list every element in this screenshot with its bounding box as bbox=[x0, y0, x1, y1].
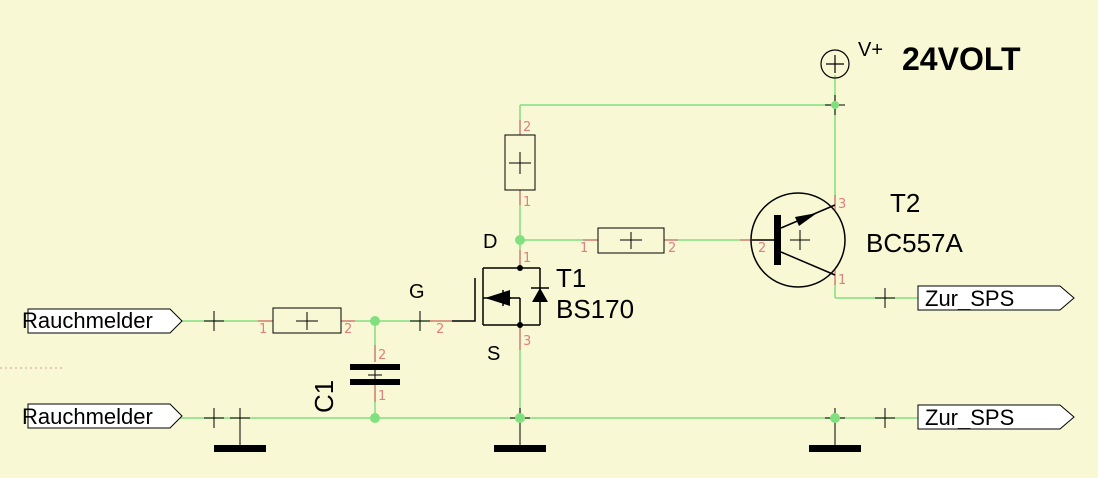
port-flag-in-bottom[interactable] bbox=[27, 403, 183, 429]
c1-name: C1 bbox=[309, 380, 339, 413]
t1-type: BS170 bbox=[556, 294, 634, 324]
pin-r-base-right: 2 bbox=[668, 241, 676, 256]
pin-t2-emitter: 3 bbox=[838, 197, 846, 212]
pin-t2-collector: 1 bbox=[838, 273, 846, 288]
port-flag-in-top[interactable] bbox=[27, 308, 183, 334]
port-flag-out-top[interactable] bbox=[917, 285, 1075, 311]
pin-r-drain-top: 2 bbox=[523, 120, 531, 135]
ground-bar-middle bbox=[494, 445, 546, 452]
pin-r-drain-bottom: 1 bbox=[523, 195, 531, 210]
t2-type: BC557A bbox=[866, 228, 963, 258]
pin-c1-bottom: 1 bbox=[378, 389, 386, 404]
resistor-base[interactable] bbox=[597, 227, 665, 254]
supply-voltage-label: 24VOLT bbox=[902, 41, 1021, 77]
capacitor-c1[interactable] bbox=[350, 364, 400, 385]
t1-name: T1 bbox=[556, 263, 586, 293]
supply-symbol-label: V+ bbox=[858, 39, 883, 61]
ground-bar-right bbox=[809, 445, 861, 452]
supply-symbol bbox=[820, 49, 850, 79]
t1-drain-label: D bbox=[483, 231, 497, 253]
pin-stubs bbox=[258, 120, 836, 402]
pin-source: 3 bbox=[523, 334, 531, 349]
net-markers bbox=[204, 95, 895, 428]
port-flag-out-bottom[interactable] bbox=[917, 404, 1075, 430]
pin-c1-top: 2 bbox=[378, 348, 386, 363]
pin-r-in-left: 1 bbox=[259, 322, 267, 337]
pin-r-in-right: 2 bbox=[344, 322, 352, 337]
port-label-in-bottom: Rauchmelder bbox=[22, 404, 153, 429]
transistor-t2[interactable] bbox=[750, 192, 846, 288]
junctions bbox=[370, 101, 840, 423]
port-label-out-bottom: Zur_SPS bbox=[925, 405, 1014, 430]
pin-gate: 2 bbox=[436, 322, 444, 337]
port-label-out-top: Zur_SPS bbox=[925, 286, 1014, 311]
resistor-input[interactable] bbox=[272, 307, 342, 334]
t1-gate-label: G bbox=[409, 281, 425, 303]
ground-bar-left bbox=[214, 445, 266, 452]
t1-source-label: S bbox=[487, 343, 500, 365]
wires bbox=[180, 75, 918, 419]
t2-name: T2 bbox=[890, 188, 920, 218]
pin-drain: 1 bbox=[523, 251, 531, 266]
mosfet-diode-triangle bbox=[532, 288, 548, 302]
port-label-in-top: Rauchmelder bbox=[22, 308, 153, 333]
resistor-drain[interactable] bbox=[504, 134, 536, 191]
pin-t2-base: 2 bbox=[758, 241, 766, 256]
pin-r-base-left: 1 bbox=[580, 241, 588, 256]
mosfet-body-arrow bbox=[485, 290, 510, 306]
